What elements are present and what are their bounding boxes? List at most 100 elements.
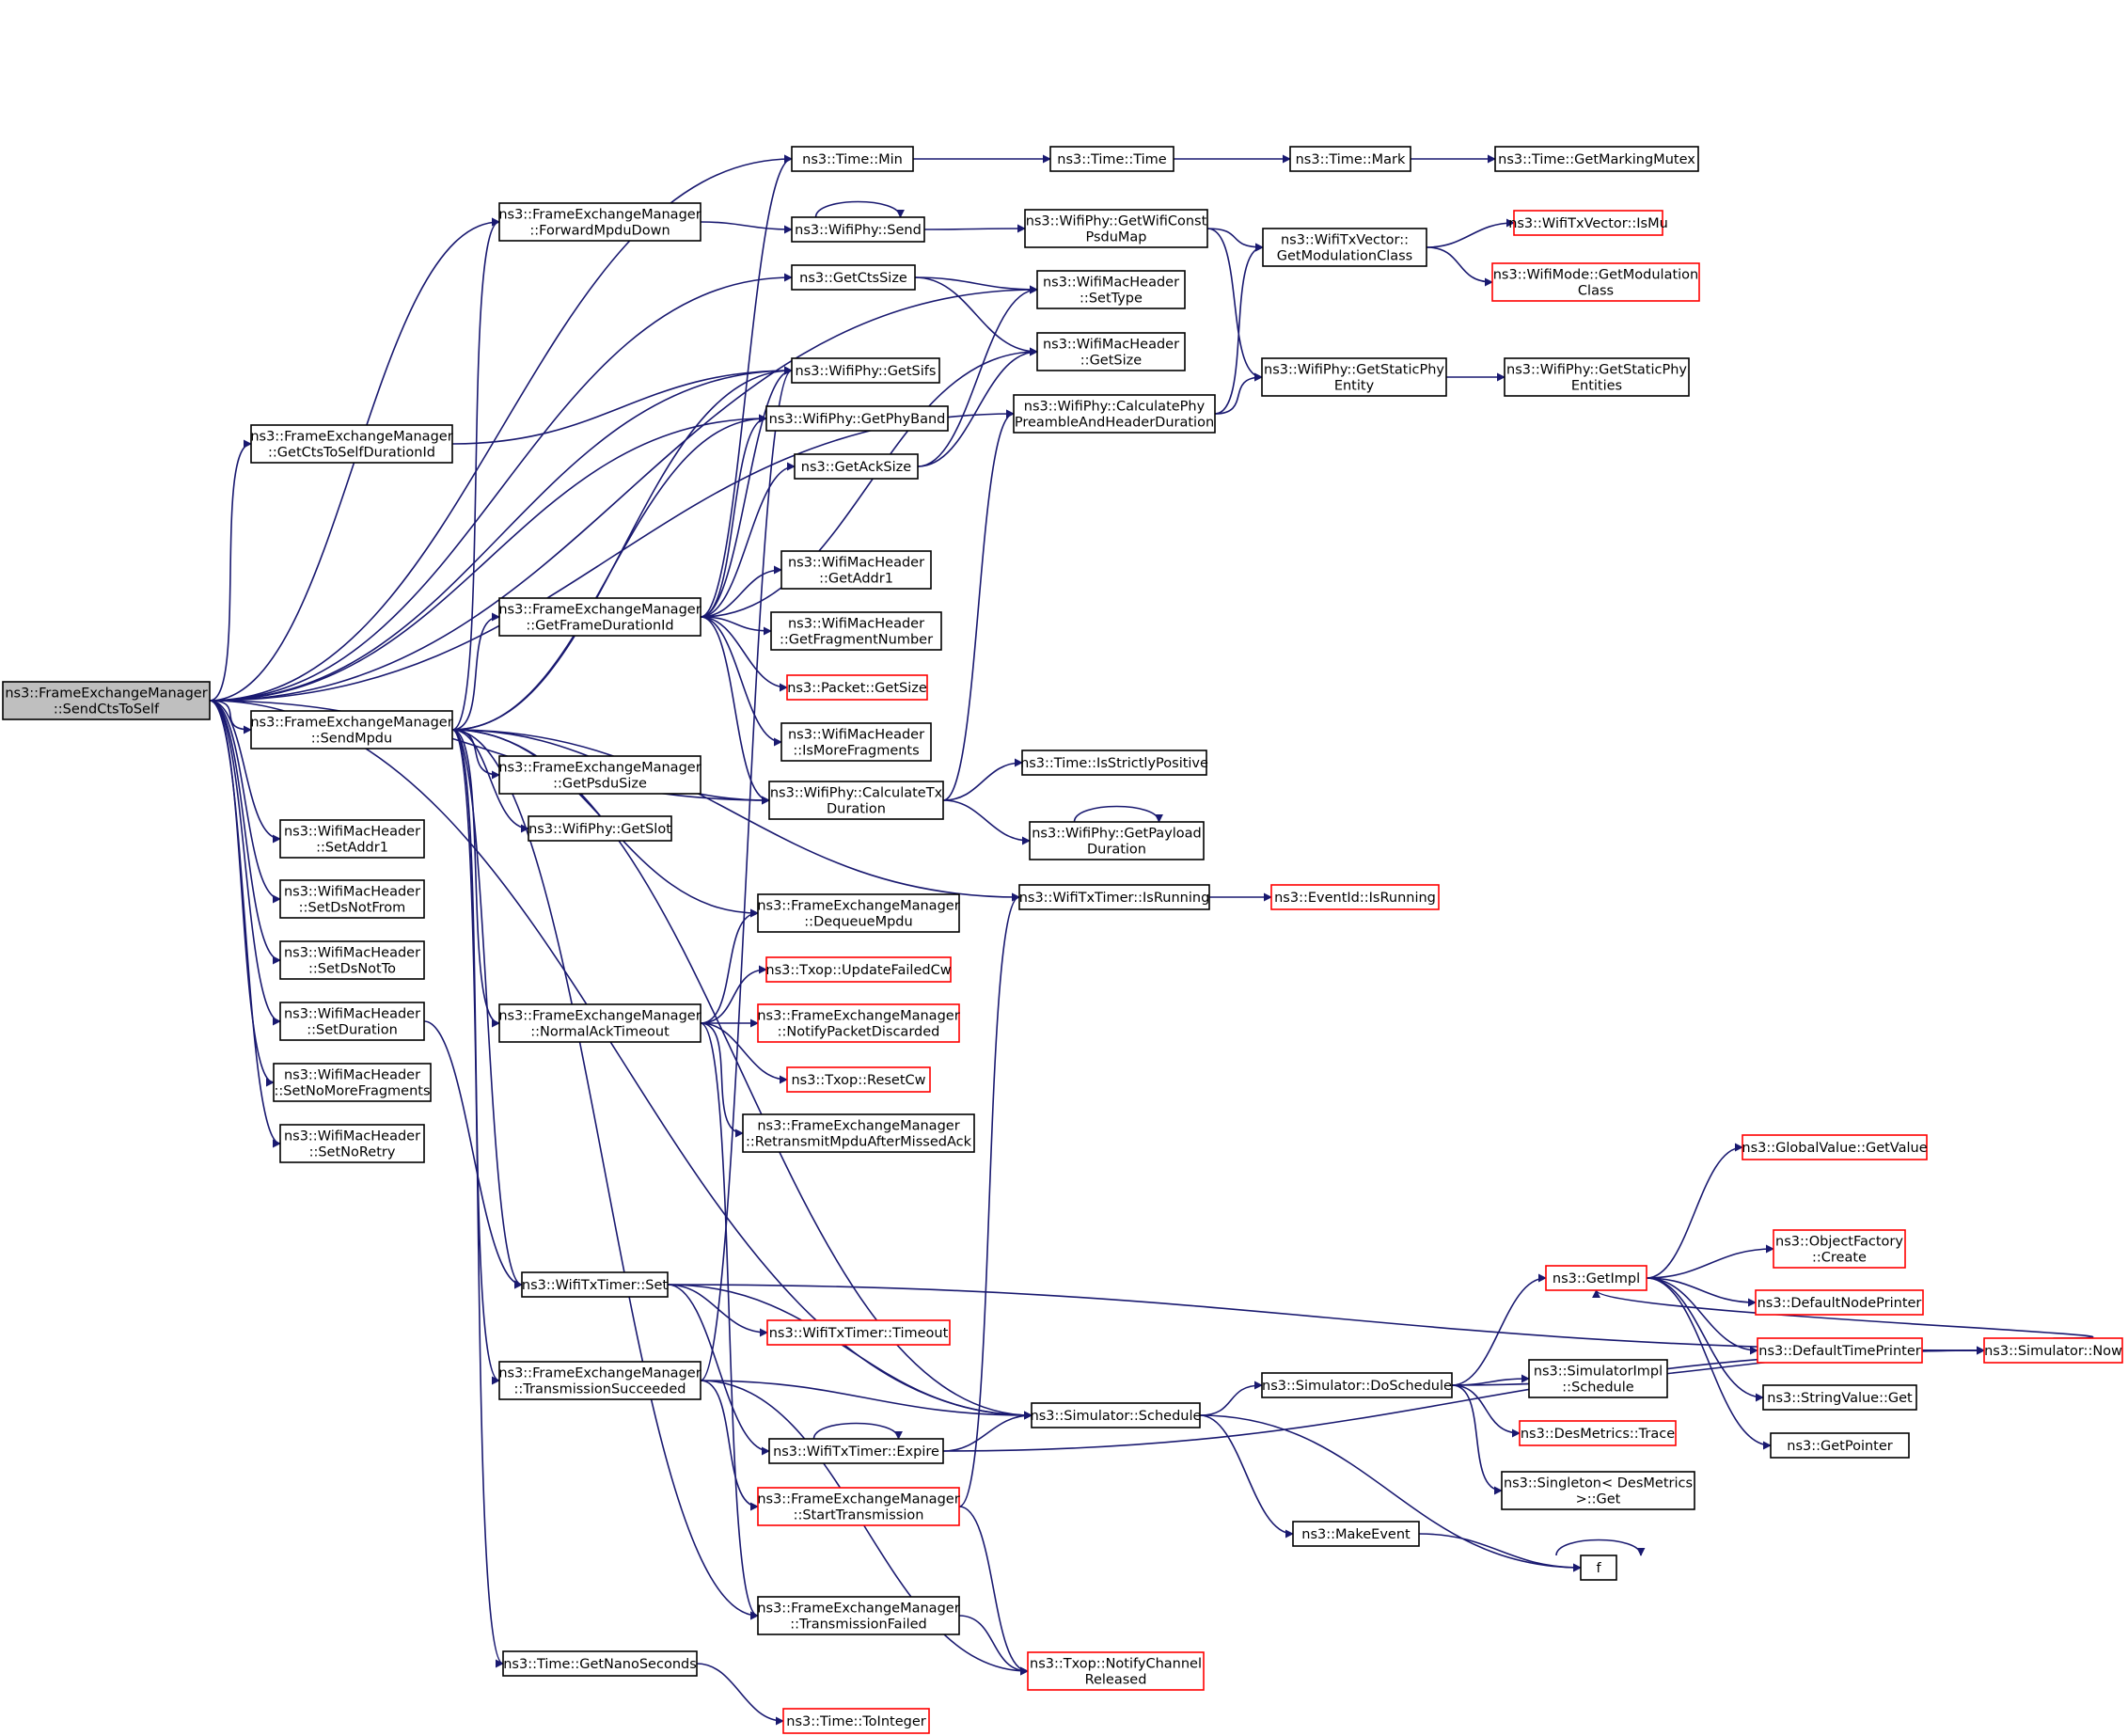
node-label: ns3::MakeEvent [1301,1527,1411,1542]
node-txfail[interactable]: ns3::FrameExchangeManager::TransmissionF… [757,1596,960,1635]
node-mark[interactable]: ns3::Time::Mark [1289,146,1411,172]
node-resetcw[interactable]: ns3::Txop::ResetCw [786,1066,931,1093]
node-globalval[interactable]: ns3::GlobalValue::GetValue [1742,1134,1928,1160]
node-box [279,819,425,859]
node-label: ns3::Singleton< DesMetrics [1504,1476,1693,1491]
node-sendmpdu[interactable]: ns3::FrameExchangeManager::SendMpdu [250,710,453,750]
node-toint[interactable]: ns3::Time::ToInteger [782,1708,930,1734]
node-label: ::SetDsNotFrom [299,901,406,916]
node-ctsdur[interactable]: ns3::FrameExchangeManager::GetCtsToSelfD… [250,424,453,464]
node-schedule[interactable]: ns3::Simulator::Schedule [1031,1402,1202,1428]
node-setaddr1[interactable]: ns3::WifiMacHeader::SetAddr1 [279,819,425,859]
node-evrunning[interactable]: ns3::EventId::IsRunning [1270,884,1440,910]
node-box [1013,394,1216,434]
node-box [1292,1521,1420,1547]
node-hgetsize[interactable]: ns3::WifiMacHeader::GetSize [1036,332,1186,371]
node-nodeprinter[interactable]: ns3::DefaultNodePrinter [1755,1289,1924,1316]
node-label: ns3::GlobalValue::GetValue [1742,1141,1927,1156]
node-fwd[interactable]: ns3::FrameExchangeManager::ForwardMpduDo… [498,202,701,242]
node-ismu[interactable]: ns3::WifiTxVector::IsMu [1508,210,1668,236]
node-timeout[interactable]: ns3::WifiTxTimer::Timeout [766,1319,951,1346]
node-setdsnotfrom[interactable]: ns3::WifiMacHeader::SetDsNotFrom [279,879,425,919]
edge-expire-schedule [942,1411,1032,1452]
node-box [498,755,701,795]
edge-ctsdur-sifs [451,366,793,445]
node-timerset[interactable]: ns3::WifiTxTimer::Set [521,1271,669,1298]
node-f[interactable]: f [1580,1555,1617,1581]
node-label: ns3::DefaultTimePrinter [1758,1344,1920,1359]
node-dequeue[interactable]: ns3::FrameExchangeManager::DequeueMpdu [757,893,960,933]
node-calcpre[interactable]: ns3::WifiPhy::CalculatePhyPreambleAndHea… [1013,394,1216,434]
node-label: ::IsMoreFragments [793,744,919,759]
edge-framedur-min [700,154,793,618]
node-settype[interactable]: ns3::WifiMacHeader::SetType [1036,270,1186,309]
node-txrunning[interactable]: ns3::WifiTxTimer::IsRunning [1018,884,1210,910]
node-setnomore[interactable]: ns3::WifiMacHeader::SetNoMoreFragments [273,1063,432,1102]
node-time[interactable]: ns3::Time::Time [1049,146,1174,172]
node-setnoretry[interactable]: ns3::WifiMacHeader::SetNoRetry [279,1124,425,1163]
node-notifydisc[interactable]: ns3::FrameExchangeManager::NotifyPacketD… [757,1003,960,1043]
node-acksize[interactable]: ns3::GetAckSize [794,453,919,480]
node-ctssize[interactable]: ns3::GetCtsSize [791,264,916,291]
node-label: ::SetNoMoreFragments [274,1084,430,1099]
node-timeprinter[interactable]: ns3::DefaultTimePrinter [1757,1337,1923,1364]
node-getimpl[interactable]: ns3::GetImpl [1545,1265,1647,1291]
node-setdsnotto[interactable]: ns3::WifiMacHeader::SetDsNotTo [279,940,425,980]
node-phyband[interactable]: ns3::WifiPhy::GetPhyBand [765,405,949,432]
node-trace[interactable]: ns3::DesMetrics::Trace [1519,1420,1677,1446]
node-nanos[interactable]: ns3::Time::GetNanoSeconds [502,1650,698,1677]
node-starttx[interactable]: ns3::FrameExchangeManager::StartTransmis… [757,1487,960,1526]
node-normack[interactable]: ns3::FrameExchangeManager::NormalAckTime… [498,1003,701,1043]
node-implsched[interactable]: ns3::SimulatorImpl::Schedule [1528,1359,1668,1398]
node-framedur[interactable]: ns3::FrameExchangeManager::GetFrameDurat… [498,597,701,637]
node-pktsize[interactable]: ns3::Packet::GetSize [786,674,928,701]
node-box [786,674,928,701]
node-doschedule[interactable]: ns3::Simulator::DoSchedule [1261,1372,1453,1398]
node-mutex[interactable]: ns3::Time::GetMarkingMutex [1494,146,1699,172]
edge-root-setdur [209,700,281,1026]
node-makeevent[interactable]: ns3::MakeEvent [1292,1521,1420,1547]
node-label: ns3::FrameExchangeManager [757,1009,959,1024]
node-box [765,405,949,432]
node-box [1501,1471,1695,1510]
node-addr1[interactable]: ns3::WifiMacHeader::GetAddr1 [780,550,932,590]
node-send[interactable]: ns3::WifiPhy::Send [791,216,925,243]
node-modclass[interactable]: ns3::WifiTxVector::GetModulationClass [1262,228,1427,267]
node-setdur[interactable]: ns3::WifiMacHeader::SetDuration [279,1002,425,1041]
node-psdusize[interactable]: ns3::FrameExchangeManager::GetPsduSize [498,755,701,795]
node-retransmit[interactable]: ns3::FrameExchangeManager::RetransmitMpd… [742,1113,975,1153]
node-label: ::Schedule [1562,1381,1633,1396]
node-now[interactable]: ns3::Simulator::Now [1983,1337,2123,1364]
node-expire[interactable]: ns3::WifiTxTimer::Expire [768,1438,944,1464]
node-singleton[interactable]: ns3::Singleton< DesMetrics>::Get [1501,1471,1695,1510]
node-box [782,1708,930,1734]
node-label: ns3::Simulator::Now [1984,1344,2122,1359]
node-label: ns3::GetPointer [1787,1439,1893,1454]
node-getpointer[interactable]: ns3::GetPointer [1770,1432,1910,1459]
node-label: Duration [1087,843,1146,858]
node-fragnum[interactable]: ns3::WifiMacHeader::GetFragmentNumber [770,611,942,651]
node-box [768,1438,944,1464]
node-label: ns3::Txop::ResetCw [791,1073,925,1088]
node-min[interactable]: ns3::Time::Min [791,146,914,172]
node-strget[interactable]: ns3::StringValue::Get [1762,1384,1917,1411]
node-sifs[interactable]: ns3::WifiPhy::GetSifs [791,357,940,384]
node-updfail[interactable]: ns3::Txop::UpdateFailedCw [765,956,952,983]
node-label: ns3::WifiMacHeader [284,1068,420,1083]
node-txsucc[interactable]: ns3::FrameExchangeManager::TransmissionS… [498,1361,701,1400]
node-wmodclass[interactable]: ns3::WifiMode::GetModulationClass [1491,262,1700,302]
node-strictpos[interactable]: ns3::Time::IsStrictlyPositive [1020,750,1208,776]
node-label: ::GetFrameDurationId [526,619,673,634]
node-getslot[interactable]: ns3::WifiPhy::GetSlot [528,815,672,842]
nodes: ns3::FrameExchangeManager::SendCtsToSelf… [2,146,2123,1734]
node-root[interactable]: ns3::FrameExchangeManager::SendCtsToSelf [2,681,211,720]
node-morefrag[interactable]: ns3::WifiMacHeader::IsMoreFragments [780,722,932,762]
node-objfactory[interactable]: ns3::ObjectFactory::Create [1773,1229,1906,1269]
